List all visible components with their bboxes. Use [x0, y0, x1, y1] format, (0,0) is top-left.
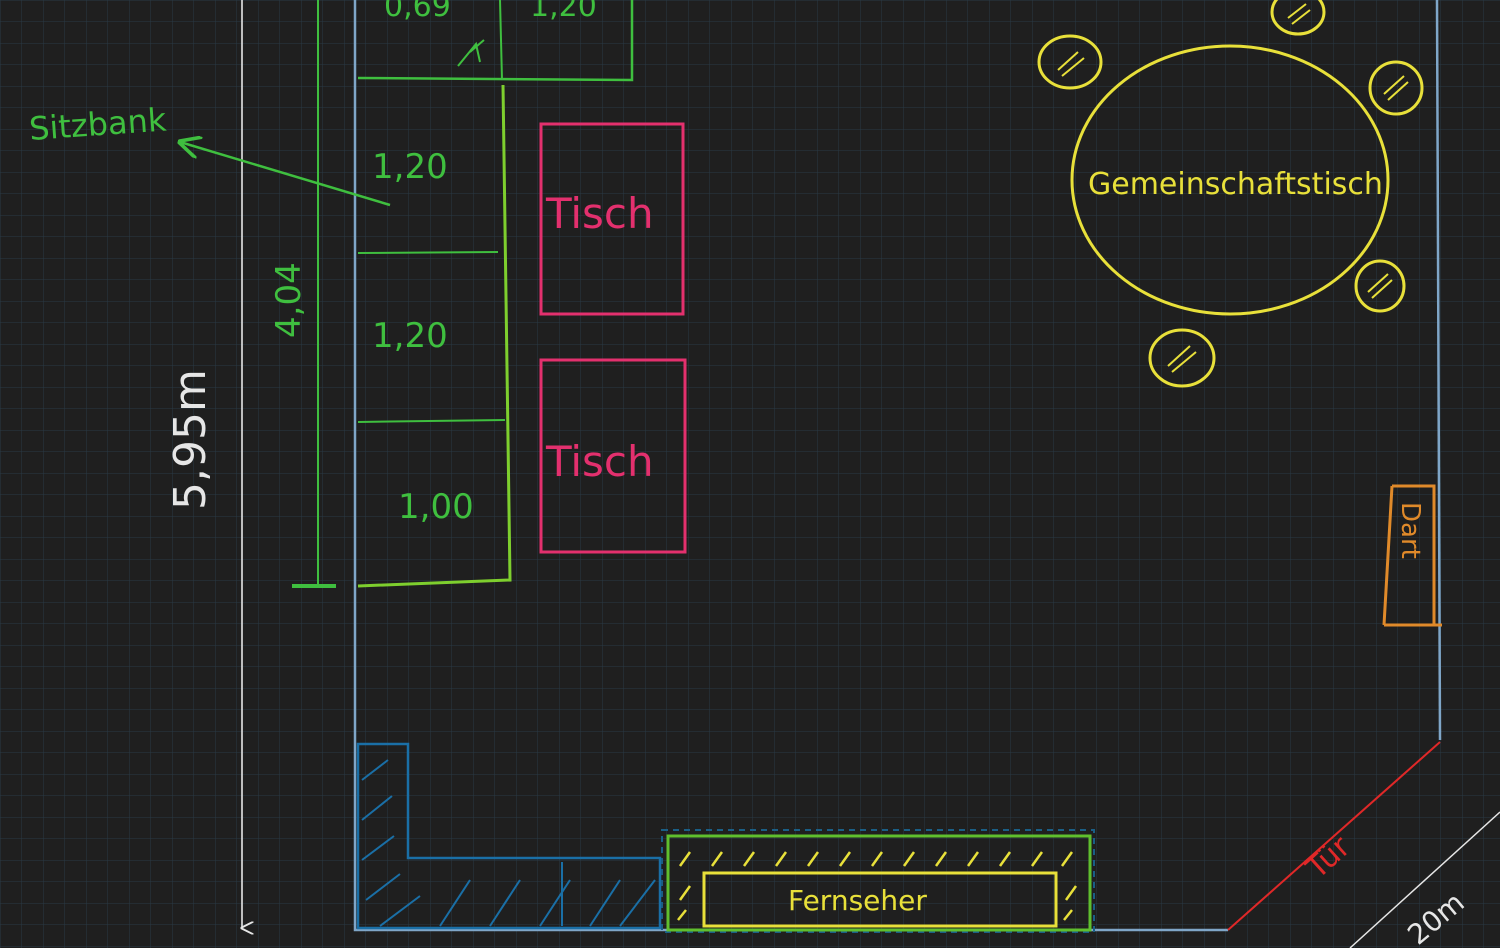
chair	[1270, 0, 1326, 36]
table-2-outline	[539, 358, 687, 554]
tv-board-frame	[666, 834, 1092, 932]
tv-board: Fernseher	[661, 829, 1095, 933]
table-1: Tisch	[539, 122, 685, 316]
bench-segment-label-2: 1,20	[530, 0, 597, 24]
chair	[1148, 328, 1216, 388]
chair	[1368, 60, 1424, 116]
table-2: Tisch	[539, 358, 687, 554]
bench-divider-2	[357, 419, 506, 423]
room-height-label: 5,95m	[165, 369, 216, 510]
bench-top-segment	[357, 0, 634, 82]
tv-board-dashed	[661, 829, 1095, 933]
tv-screen-outline	[702, 871, 1058, 928]
bench-segment-label-4: 1,20	[372, 316, 448, 356]
tv-label: Fernseher	[788, 884, 927, 917]
bench-small-mark	[457, 39, 485, 67]
table-1-label: Tisch	[545, 189, 654, 238]
chair	[1354, 259, 1406, 313]
bench-divider-1	[357, 251, 499, 254]
door-line	[1227, 741, 1441, 931]
wall-right	[1435, 0, 1442, 741]
table-2-label: Tisch	[545, 437, 654, 486]
common-table-label: Gemeinschaftstisch	[1088, 167, 1383, 202]
bench-outline	[357, 84, 512, 588]
corner-cabinet	[356, 742, 662, 930]
chair	[1037, 34, 1103, 90]
common-table-outline	[1070, 44, 1390, 316]
room-height-dimension: 5,95m	[165, 0, 242, 928]
bench-pointer-arrow	[180, 142, 391, 207]
bench: 4,04 0,69 1,20 1,20 1,20 1,00 Sitzbank	[28, 0, 634, 588]
bench-length-label: 4,04	[269, 262, 309, 338]
bench-segment-label-1: 0,69	[384, 0, 451, 24]
dart-label: Dart	[1395, 502, 1425, 559]
width-dimension-line	[1349, 811, 1500, 948]
common-table: Gemeinschaftstisch	[1037, 0, 1424, 388]
tv-board-hatching	[677, 851, 1078, 921]
table-1-outline	[539, 122, 685, 316]
bench-segment-label-5: 1,00	[398, 487, 474, 527]
corner-cabinet-hatching	[361, 759, 656, 927]
dart-board: Dart	[1382, 484, 1442, 627]
bench-top-divider	[499, 0, 503, 81]
bench-segment-label-3: 1,20	[372, 147, 448, 187]
corner-cabinet-outline	[356, 742, 662, 930]
